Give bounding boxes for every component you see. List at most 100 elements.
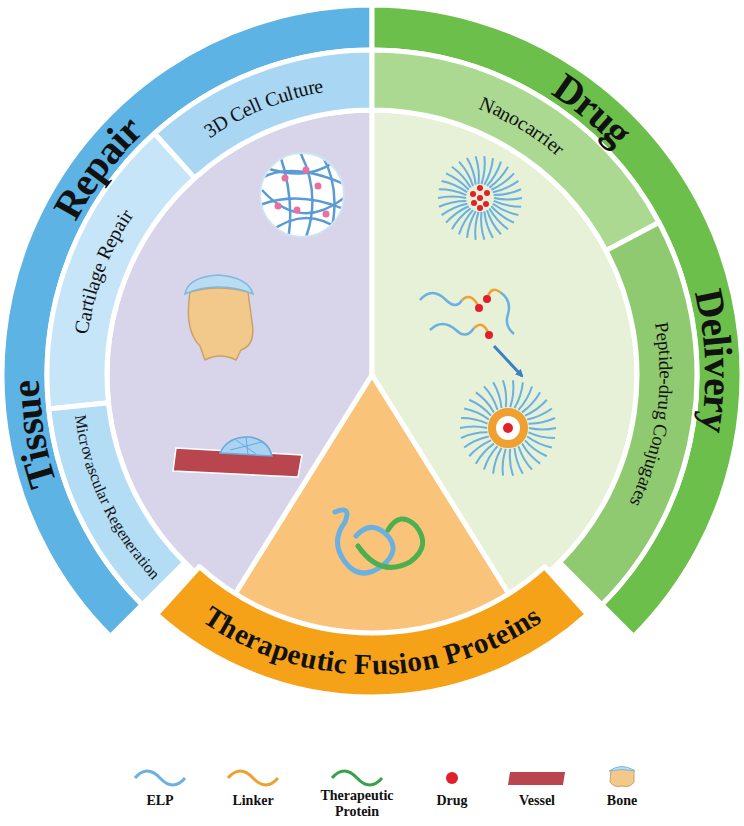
conjugate-chains bbox=[420, 290, 514, 335]
bone-sample bbox=[610, 768, 634, 787]
arc-letter: e bbox=[656, 370, 675, 378]
drug-dot bbox=[483, 201, 489, 207]
drug-dot bbox=[483, 295, 491, 303]
arc-letter: g bbox=[653, 409, 673, 421]
corona-strand bbox=[460, 427, 487, 429]
hydrogel-network bbox=[258, 152, 346, 240]
protein-sample bbox=[332, 771, 382, 785]
drug-dot bbox=[477, 185, 483, 191]
network-disc bbox=[260, 153, 344, 237]
bone-illustration bbox=[185, 275, 253, 360]
tissue-outer-ring bbox=[2, 5, 372, 637]
corona-strand bbox=[510, 380, 513, 407]
protein-part bbox=[358, 519, 423, 567]
elp-sample bbox=[135, 771, 185, 785]
linker-sample bbox=[228, 771, 278, 785]
legend-label: Linker bbox=[218, 793, 288, 809]
fibre bbox=[270, 218, 340, 232]
arc-letter: e bbox=[6, 379, 47, 398]
cell-dots bbox=[275, 167, 330, 218]
corona-strand bbox=[439, 201, 466, 207]
fibre bbox=[280, 155, 290, 240]
corona-strand bbox=[494, 198, 522, 200]
legend-label: ELP bbox=[130, 793, 190, 809]
corona-strand bbox=[459, 210, 473, 234]
drug-dot bbox=[470, 191, 476, 197]
arc-letter: e bbox=[313, 75, 325, 96]
fibre bbox=[262, 190, 344, 213]
arc-letter: i bbox=[656, 355, 675, 361]
arc-label: Nanocarrier bbox=[477, 95, 569, 159]
corona-strand bbox=[514, 382, 522, 408]
drug-dot bbox=[484, 190, 490, 196]
corona-strand bbox=[487, 162, 501, 186]
drug-outer-ring bbox=[372, 5, 742, 637]
corona-strand bbox=[475, 212, 478, 240]
legend-samples bbox=[135, 771, 382, 785]
drug-cluster bbox=[470, 185, 490, 211]
drug-dot bbox=[477, 195, 483, 201]
corona-strand bbox=[489, 167, 508, 188]
arc-letter: y bbox=[693, 410, 735, 435]
scaffold-fibres bbox=[230, 437, 262, 455]
corona-strand bbox=[452, 167, 471, 188]
drug-dot bbox=[485, 331, 493, 339]
legend-label: Vessel bbox=[502, 793, 572, 809]
fibre bbox=[300, 152, 312, 240]
corona-strand bbox=[493, 181, 519, 192]
fusion-band bbox=[157, 567, 588, 697]
cartilage-cap bbox=[185, 275, 253, 294]
cell-dot bbox=[303, 167, 310, 174]
corona-strand bbox=[442, 204, 468, 215]
corona-strand bbox=[510, 449, 513, 476]
arc-label: Peptide-drug Conjugates bbox=[628, 318, 676, 512]
arc-label: Cartilage Repair bbox=[72, 204, 136, 337]
sector-group bbox=[2, 5, 742, 697]
corona-strand bbox=[484, 211, 493, 238]
legend-label: Therapeutic Protein bbox=[307, 788, 407, 820]
corona-strand bbox=[529, 418, 555, 424]
corona-strand bbox=[461, 432, 487, 438]
corona-strand bbox=[464, 437, 489, 448]
linker-chain bbox=[488, 290, 500, 296]
drug-dot bbox=[503, 423, 513, 433]
arc-label: Microvascular Regeneration bbox=[73, 414, 162, 582]
corona-strand bbox=[519, 446, 533, 469]
corona-strand bbox=[493, 204, 519, 215]
elp-part bbox=[335, 510, 393, 573]
corona-strand bbox=[493, 382, 501, 408]
cartilage-band bbox=[47, 133, 195, 408]
sector-node: Nanocarrier bbox=[474, 92, 572, 162]
elp-chain bbox=[430, 324, 474, 335]
linker-chain bbox=[462, 297, 478, 305]
sector-node: 3D Cell Culture bbox=[197, 73, 332, 143]
sector-node: Therapeutic Fusion Proteins bbox=[197, 599, 551, 683]
arc-letter: u bbox=[372, 650, 389, 679]
arc-letter: d bbox=[656, 361, 675, 371]
arc-label: Therapeutic Fusion Proteins bbox=[200, 602, 548, 680]
vessel-sample bbox=[508, 772, 565, 785]
corona-strand bbox=[529, 432, 555, 438]
micelle-corona bbox=[438, 156, 522, 240]
fibre bbox=[266, 160, 336, 173]
arc-letter: F bbox=[354, 650, 373, 680]
corona-strand bbox=[491, 206, 514, 222]
sector-node: Microvascular Regeneration bbox=[70, 411, 165, 585]
arc-letter: u bbox=[7, 396, 49, 422]
corona-strand bbox=[489, 208, 508, 229]
cell-dot bbox=[294, 207, 301, 214]
arc-letter bbox=[656, 195, 696, 223]
conjugate-band bbox=[559, 222, 697, 604]
linker-chain bbox=[474, 325, 488, 332]
vessel-illustration bbox=[173, 437, 302, 477]
corona-strand bbox=[476, 156, 479, 184]
arc-letter bbox=[15, 286, 56, 305]
arc-letter: i bbox=[697, 345, 738, 359]
corona-strand bbox=[481, 156, 484, 184]
corona-strand bbox=[491, 173, 514, 189]
corona-strand bbox=[529, 428, 556, 430]
inner-fusion-area bbox=[232, 375, 513, 640]
corona-strand bbox=[442, 181, 468, 192]
cell-dot bbox=[275, 203, 282, 210]
corona-strand bbox=[503, 380, 506, 407]
